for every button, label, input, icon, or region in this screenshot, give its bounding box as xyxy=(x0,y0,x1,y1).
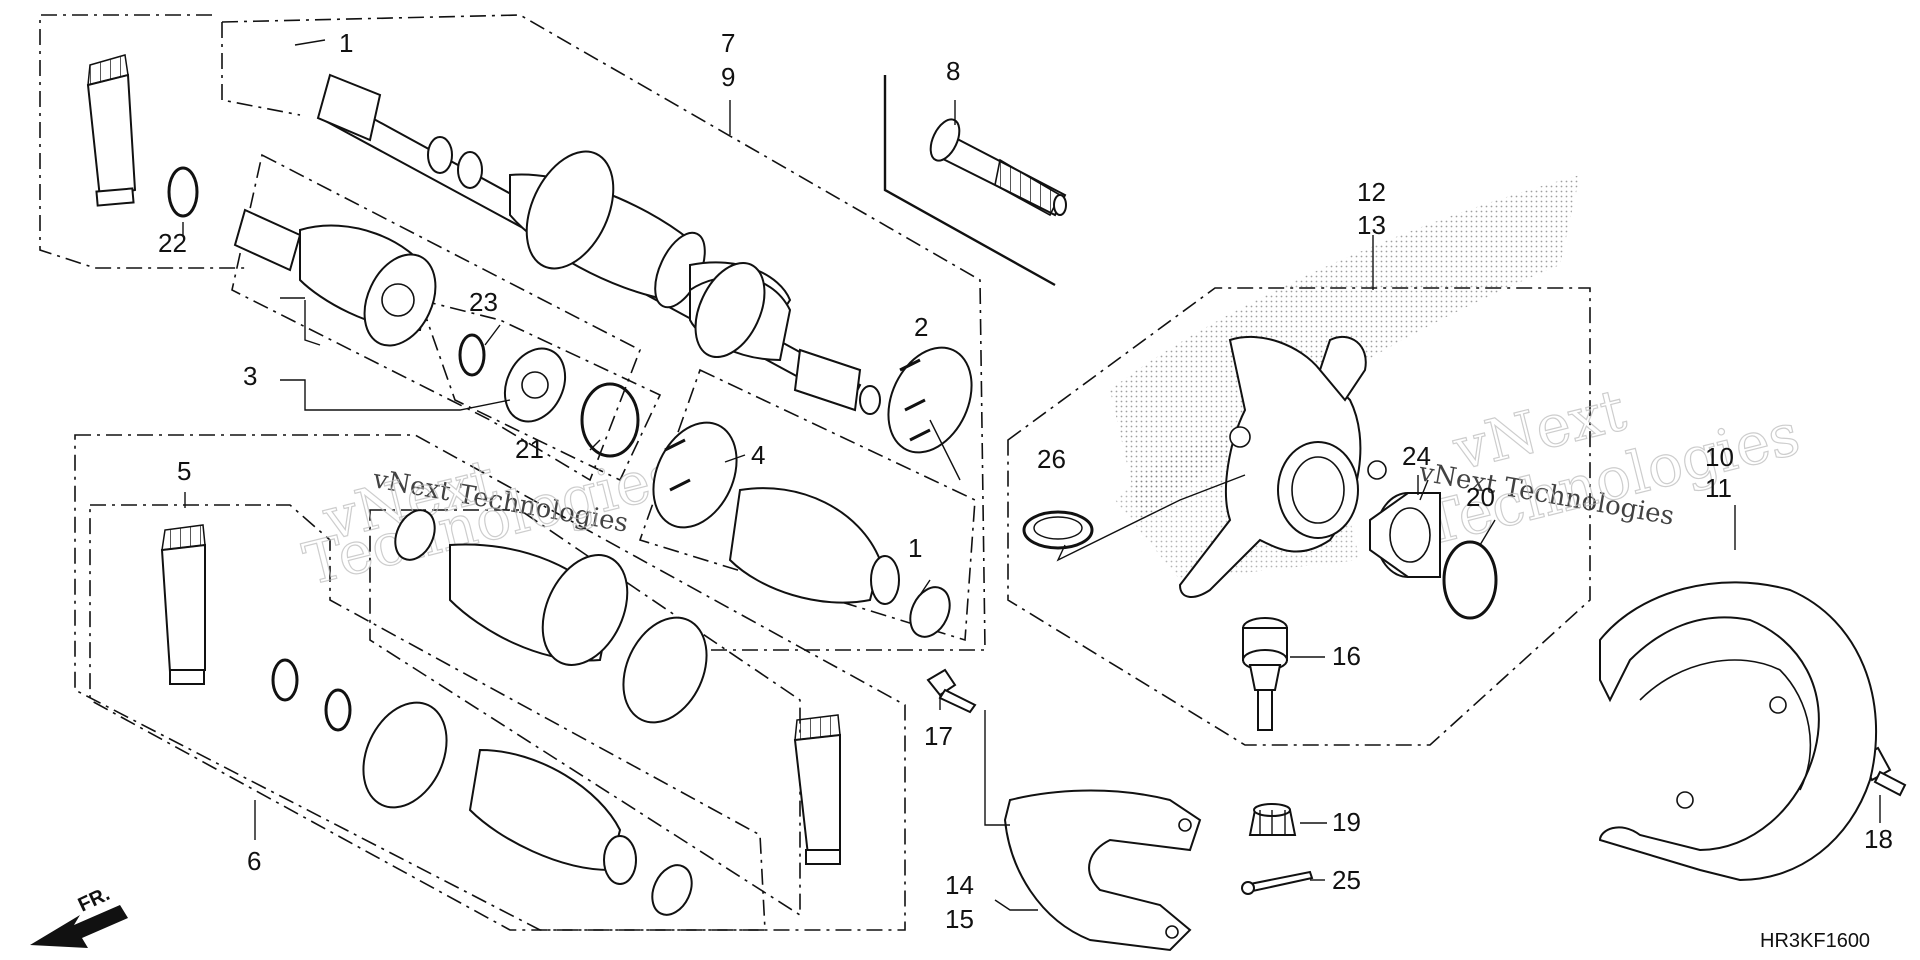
callout-20: 20 xyxy=(1466,482,1495,512)
callout-18: 18 xyxy=(1864,824,1893,854)
callout-7: 7 xyxy=(721,28,735,58)
callout-6: 6 xyxy=(247,846,261,876)
grease-tube-mid xyxy=(160,524,206,685)
callout-11: 11 xyxy=(1705,473,1732,503)
drawing-code: HR3KF1600 xyxy=(1760,930,1870,952)
kit-box-grease-22 xyxy=(39,14,245,269)
callout-21: 21 xyxy=(515,434,544,464)
bracket-14-15 xyxy=(1003,789,1202,952)
kit-box-boot-kit-6 xyxy=(74,434,906,931)
kit-box-boot-kit-5 xyxy=(89,504,766,931)
front-direction-arrow-icon: FR. xyxy=(30,883,128,948)
bolt-17 xyxy=(926,668,977,714)
boot-kit-4 xyxy=(652,346,973,638)
leader-lines xyxy=(182,39,1881,911)
callout-1-top: 1 xyxy=(339,28,353,58)
grease-tube-top xyxy=(86,54,137,207)
callout-10: 10 xyxy=(1705,442,1734,472)
callout-16: 16 xyxy=(1332,641,1361,671)
callout-labels: 1 1 2 3 4 5 6 7 8 9 10 11 12 13 14 15 16… xyxy=(158,28,1893,934)
callout-25: 25 xyxy=(1332,865,1361,895)
callout-4: 4 xyxy=(751,440,765,470)
callout-26: 26 xyxy=(1037,444,1066,474)
bearing-24 xyxy=(1369,492,1441,578)
circlip-21 xyxy=(580,382,640,458)
callout-19: 19 xyxy=(1332,807,1361,837)
steering-knuckle xyxy=(1178,335,1387,598)
castle-nut-19 xyxy=(1248,803,1297,836)
kit-box-shaft-7-9 xyxy=(221,14,986,651)
callout-23: 23 xyxy=(469,287,498,317)
callout-1-right: 1 xyxy=(908,533,922,563)
callout-5: 5 xyxy=(177,456,191,486)
drive-shaft-assembly xyxy=(316,73,881,415)
callout-17: 17 xyxy=(924,721,953,751)
callout-15: 15 xyxy=(945,904,974,934)
kit-box-inner-joint-3 xyxy=(231,153,662,482)
snap-ring-26 xyxy=(1022,510,1094,550)
callout-14: 14 xyxy=(945,870,974,900)
kit-box-knuckle-12-13 xyxy=(1007,287,1591,746)
kit-box-boot-outer xyxy=(369,509,801,917)
callout-2: 2 xyxy=(914,312,928,342)
callout-8: 8 xyxy=(946,56,960,86)
outer-boot-set xyxy=(362,509,708,916)
solid-box-spindle-8 xyxy=(883,75,1056,287)
inner-joint-3 xyxy=(233,208,567,423)
ball-joint-16 xyxy=(1242,617,1288,731)
callout-12: 12 xyxy=(1357,177,1386,207)
circlip-boot-kit-b xyxy=(324,688,352,732)
callout-3: 3 xyxy=(243,361,257,391)
callout-22: 22 xyxy=(158,228,187,258)
snap-ring-20 xyxy=(1442,540,1498,620)
brake-disc-cover xyxy=(1598,581,1878,882)
circlip-22 xyxy=(167,166,199,218)
circlip-23 xyxy=(458,333,486,377)
circlip-boot-kit-a xyxy=(271,658,299,702)
callout-13: 13 xyxy=(1357,210,1386,240)
grease-tube-right xyxy=(793,714,841,865)
callout-9: 9 xyxy=(721,62,735,92)
cotter-pin-25 xyxy=(1241,870,1314,895)
callout-24: 24 xyxy=(1402,441,1431,471)
spindle-8 xyxy=(929,118,1067,217)
